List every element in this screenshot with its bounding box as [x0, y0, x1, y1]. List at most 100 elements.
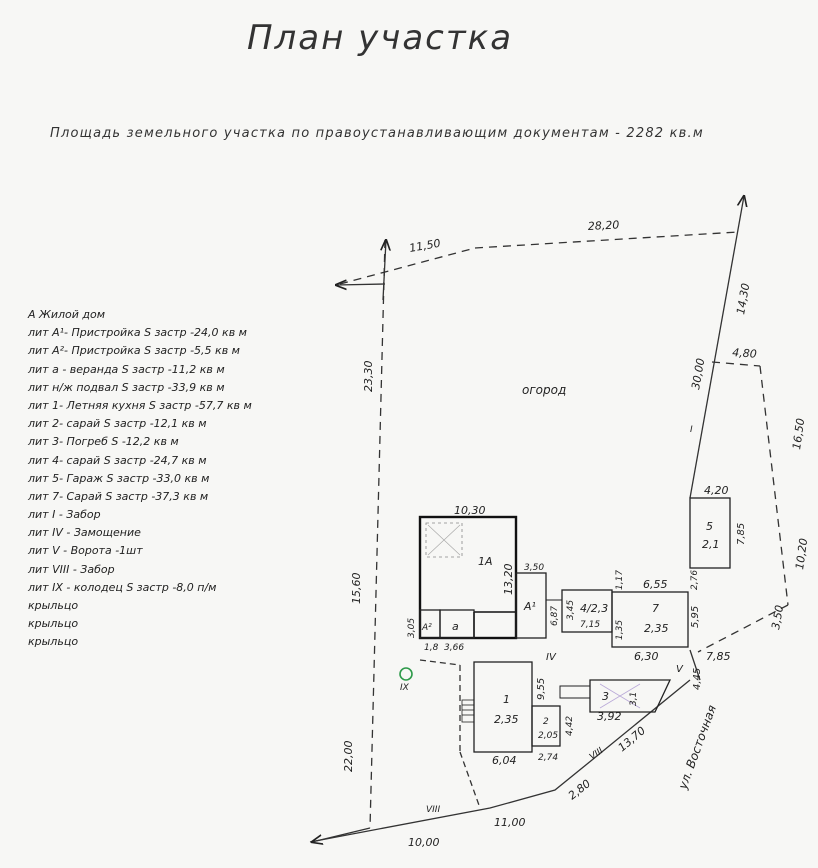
legend-item: лит 4- сарай S застр -24,7 кв м — [28, 453, 207, 467]
building-a1 — [515, 572, 547, 639]
dim-left-mid: 15,60 — [350, 573, 363, 605]
porch-steps — [461, 699, 475, 723]
dim-a1-top: 3,50 — [524, 563, 544, 573]
fence-connector — [419, 659, 461, 666]
dim-b2-side: 4,42 — [565, 716, 575, 736]
label-fence-viii-1: VIII — [426, 805, 440, 815]
dim-b7-top: 6,55 — [643, 578, 668, 591]
label-b7-h: 2,35 — [644, 622, 669, 635]
dim-right-bottom: 3,50 — [769, 604, 786, 630]
label-gate: V — [676, 664, 684, 675]
label-b7-num: 7 — [652, 602, 659, 615]
boundary-top-right — [474, 231, 739, 249]
label-b3-num: 3 — [602, 690, 609, 703]
label-fence-i: I — [690, 425, 693, 435]
dim-left-lower: 22,00 — [342, 741, 355, 773]
dim-a1-side: 6,87 — [550, 606, 560, 626]
legend-item: лит 2- сарай S застр -12,1 кв м — [28, 417, 207, 431]
page-title: План участка — [246, 18, 514, 58]
dim-b7-side: 5,95 — [690, 606, 701, 628]
label-house: 1А — [478, 555, 493, 568]
legend-item: лит А¹- Пристройка S застр -24,0 кв м — [28, 326, 247, 340]
dim-gate-785: 7,85 — [706, 650, 731, 663]
boundary-ext-side — [759, 365, 789, 606]
dim-right-upper: 14,30 — [734, 282, 752, 315]
legend-item: лит А²- Пристройка S застр -5,5 кв м — [28, 344, 240, 358]
dim-right-mid: 30,00 — [689, 357, 707, 390]
label-b2-h: 2,05 — [538, 731, 558, 741]
well-icon — [399, 667, 413, 681]
legend-item: лит 5- Гараж S застр -33,0 кв м — [28, 471, 210, 485]
area-note: Площадь земельного участка по правоустан… — [50, 126, 704, 141]
building-7 — [611, 591, 689, 648]
dim-left-upper: 23,30 — [362, 361, 375, 393]
legend-item: лит н/ж подвал S застр -33,9 кв м — [28, 380, 225, 394]
legend-item: лит VIII - Забор — [28, 562, 115, 576]
dim-bottom-right1: 2,80 — [566, 777, 593, 802]
dim-right-ext-lower: 10,20 — [793, 537, 810, 570]
dim-gate-445: 4,45 — [692, 668, 703, 690]
label-veranda: а — [452, 620, 459, 633]
dim-a2-side: 3,05 — [407, 618, 417, 638]
dim-bottom-left: 10,00 — [408, 836, 440, 849]
dim-a2-bottom: 1,8 — [424, 643, 439, 653]
label-b4: 4/2,3 — [580, 602, 608, 615]
dim-b1-side: 9,55 — [536, 678, 547, 700]
gate-line — [689, 649, 701, 681]
dim-b4-top: 1,17 — [615, 570, 625, 590]
label-well: IX — [400, 683, 410, 693]
boundary-top-left — [339, 247, 476, 285]
label-a1: А¹ — [523, 600, 536, 613]
dim-bottom-right2: 13,70 — [616, 724, 648, 754]
legend-item: крыльцо — [28, 635, 79, 649]
dim-b2-bottom: 2,74 — [538, 753, 558, 763]
building-5 — [689, 497, 731, 569]
boundary-left — [369, 239, 386, 829]
label-b5-num: 5 — [706, 520, 713, 533]
legend-item: лит V - Ворота -1шт — [28, 544, 143, 558]
label-paving: IV — [546, 652, 557, 663]
dim-top-left: 11,50 — [408, 237, 441, 255]
label-b3-h: 3,92 — [597, 710, 622, 723]
legend-item: лит 7- Сарай S застр -37,3 кв м — [28, 489, 209, 503]
label-street: ул. Восточная — [675, 703, 719, 792]
legend-item: А Жилой дом — [28, 308, 106, 321]
dim-right-ext-top: 4,80 — [732, 346, 757, 361]
fence-viii — [459, 751, 481, 809]
boundary-bottom-ext — [312, 827, 371, 842]
legend-item: лит 1- Летняя кухня S застр -57,7 кв м — [28, 398, 252, 412]
dim-b5-side: 7,85 — [736, 523, 747, 545]
porch — [559, 685, 591, 699]
legend-item: крыльцо — [28, 617, 79, 631]
dim-house-width: 10,30 — [454, 504, 486, 517]
legend-item: лит IV - Замощение — [28, 526, 141, 540]
building-3 — [589, 679, 672, 713]
boundary-ext-top — [711, 361, 761, 367]
building-1 — [473, 661, 533, 753]
label-fence-viii-2: VIII — [588, 746, 606, 762]
label-b1-num: 1 — [503, 693, 510, 706]
dim-gap-276: 2,76 — [690, 570, 700, 590]
legend-item: лит а - веранда S застр -11,2 кв м — [28, 362, 225, 376]
dim-b4-bottom: 7,15 — [580, 620, 600, 630]
boundary-right — [689, 196, 744, 499]
dim-b4-side-right: 1,35 — [615, 620, 625, 640]
building-2 — [531, 705, 561, 747]
arrow-left-top — [336, 284, 386, 285]
legend-item: лит IX - колодец S застр -8,0 п/м — [28, 580, 217, 594]
dim-b5-top: 4,20 — [704, 484, 729, 497]
legend-item: лит 3- Погреб S -12,2 кв м — [28, 435, 179, 449]
label-b2-num: 2 — [543, 717, 549, 727]
building-veranda — [439, 609, 475, 639]
dim-a-bottom: 3,66 — [444, 643, 464, 653]
label-b5-h: 2,1 — [702, 538, 720, 551]
dim-b1-bottom: 6,04 — [492, 754, 517, 767]
legend: А Жилой дом лит А¹- Пристройка S застр -… — [28, 306, 348, 652]
label-garden: огород — [522, 383, 566, 397]
legend-item: лит I - Забор — [28, 508, 101, 522]
dim-bottom-mid: 11,00 — [494, 816, 526, 829]
arrow-up-left — [383, 240, 386, 301]
label-a2: А² — [421, 623, 432, 633]
dim-house-height: 13,20 — [502, 564, 515, 596]
